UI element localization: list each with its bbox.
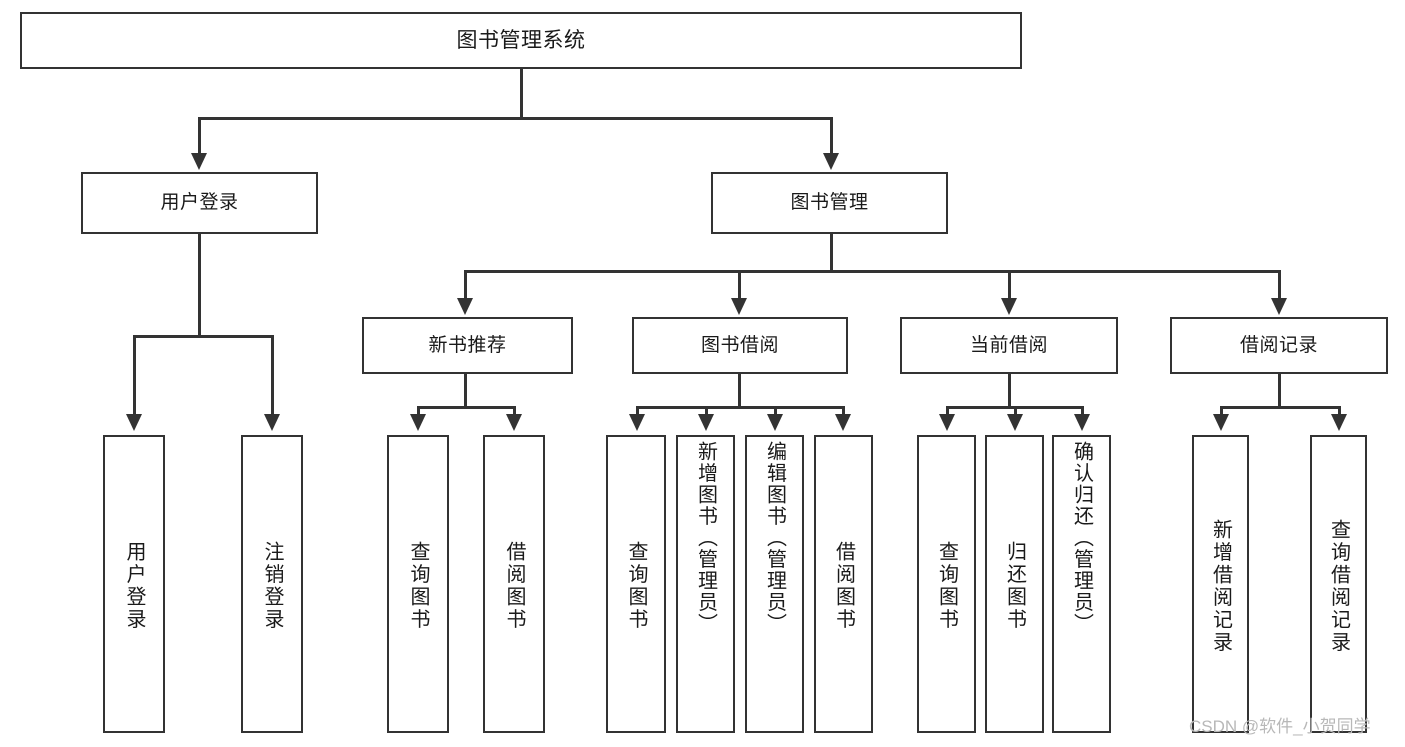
- connector-drop-leaf-borrow-book-1: [513, 406, 516, 418]
- leaf-label: 新增图书（管理员）: [694, 441, 717, 635]
- leaf-label: 注销登录: [261, 541, 283, 631]
- arrowhead-leaf-edit-book: [767, 414, 783, 431]
- arrowhead-leaf-borrow-book-1: [506, 414, 522, 431]
- node-label: 图书管理系统: [456, 28, 586, 52]
- connector-level3-bus: [464, 270, 1280, 273]
- connector-drop-leaf-query-book-2: [636, 406, 639, 418]
- connector-drop-leaf-return-book: [1014, 406, 1017, 418]
- connector-current-borrow-stem: [1008, 374, 1011, 408]
- node-label: 当前借阅: [969, 334, 1048, 356]
- connector-book-management-stem: [830, 234, 833, 272]
- leaf-logout-login[interactable]: 注销登录: [241, 435, 303, 733]
- node-book-management[interactable]: 图书管理: [711, 172, 948, 234]
- connector-drop-leaf-borrow-book-2: [842, 406, 845, 418]
- connector-drop-leaf-query-record: [1338, 406, 1341, 418]
- arrowhead-leaf-query-book-1: [410, 414, 426, 431]
- arrowhead-leaf-query-book-2: [629, 414, 645, 431]
- connector-drop-leaf-confirm-return: [1081, 406, 1084, 418]
- arrowhead-user-login: [191, 153, 207, 170]
- connector-level2-bus: [198, 117, 832, 120]
- leaf-query-borrow-record[interactable]: 查询借阅记录: [1310, 435, 1367, 733]
- connector-root-stem: [520, 69, 523, 119]
- leaf-label: 查询借阅记录: [1327, 518, 1350, 654]
- leaf-add-borrow-record[interactable]: 新增借阅记录: [1192, 435, 1249, 733]
- node-borrow-record[interactable]: 借阅记录: [1170, 317, 1388, 374]
- leaf-query-book-borrow[interactable]: 查询图书: [606, 435, 666, 733]
- connector-borrow-record-bus: [1220, 406, 1340, 409]
- node-label: 图书管理: [790, 192, 869, 214]
- arrowhead-leaf-user-login: [126, 414, 142, 431]
- leaf-label: 借阅图书: [503, 541, 525, 631]
- connector-drop-leaf-add-record: [1220, 406, 1223, 418]
- node-label: 图书借阅: [700, 334, 779, 356]
- node-current-borrow[interactable]: 当前借阅: [900, 317, 1118, 374]
- arrowhead-leaf-add-record: [1213, 414, 1229, 431]
- arrowhead-leaf-query-record: [1331, 414, 1347, 431]
- node-label: 用户登录: [160, 192, 239, 214]
- connector-drop-leaf-user-login: [133, 335, 136, 418]
- leaf-edit-book[interactable]: 编辑图书（管理员）: [745, 435, 804, 733]
- connector-drop-leaf-edit-book: [774, 406, 777, 418]
- leaf-borrow-book-recommend[interactable]: 借阅图书: [483, 435, 545, 733]
- connector-drop-new-book-recommend: [464, 270, 467, 302]
- node-book-borrow[interactable]: 图书借阅: [632, 317, 848, 374]
- leaf-label: 查询图书: [625, 541, 647, 631]
- arrowhead-book-borrow: [731, 298, 747, 315]
- arrowhead-new-book-recommend: [457, 298, 473, 315]
- leaf-label: 新增借阅记录: [1209, 518, 1232, 654]
- connector-drop-borrow-record: [1278, 270, 1281, 302]
- arrowhead-leaf-add-book: [698, 414, 714, 431]
- leaf-label: 查询图书: [935, 541, 958, 631]
- connector-borrow-record-stem: [1278, 374, 1281, 408]
- connector-drop-book-borrow: [738, 270, 741, 302]
- node-user-login[interactable]: 用户登录: [81, 172, 318, 234]
- leaf-label: 编辑图书（管理员）: [763, 441, 786, 635]
- leaf-label: 借阅图书: [832, 541, 855, 631]
- node-root-book-management-system[interactable]: 图书管理系统: [20, 12, 1022, 69]
- arrowhead-leaf-query-book-3: [939, 414, 955, 431]
- arrowhead-leaf-logout-login: [264, 414, 280, 431]
- node-label: 新书推荐: [428, 334, 507, 356]
- arrowhead-book-management: [823, 153, 839, 170]
- connector-user-login-bus: [133, 335, 271, 338]
- connector-drop-leaf-add-book: [705, 406, 708, 418]
- csdn-watermark: CSDN @软件_小贺同学: [1189, 717, 1371, 736]
- node-label: 借阅记录: [1239, 334, 1318, 356]
- arrowhead-leaf-confirm-return: [1074, 414, 1090, 431]
- connector-new-book-recommend-stem: [464, 374, 467, 408]
- leaf-borrow-book-borrow[interactable]: 借阅图书: [814, 435, 873, 733]
- connector-drop-leaf-query-book-1: [417, 406, 420, 418]
- connector-drop-user-login: [198, 117, 201, 157]
- arrowhead-borrow-record: [1271, 298, 1287, 315]
- connector-drop-leaf-query-book-3: [946, 406, 949, 418]
- leaf-user-login[interactable]: 用户登录: [103, 435, 165, 733]
- leaf-label: 用户登录: [123, 541, 145, 631]
- leaf-add-book[interactable]: 新增图书（管理员）: [676, 435, 735, 733]
- leaf-query-book-current[interactable]: 查询图书: [917, 435, 976, 733]
- leaf-confirm-return[interactable]: 确认归还（管理员）: [1052, 435, 1111, 733]
- connector-new-book-recommend-bus: [417, 406, 515, 409]
- connector-drop-current-borrow: [1008, 270, 1011, 302]
- node-new-book-recommend[interactable]: 新书推荐: [362, 317, 573, 374]
- connector-drop-leaf-logout-login: [271, 335, 274, 418]
- leaf-label: 归还图书: [1003, 541, 1026, 631]
- leaf-label: 确认归还（管理员）: [1070, 441, 1093, 635]
- arrowhead-leaf-borrow-book-2: [835, 414, 851, 431]
- arrowhead-current-borrow: [1001, 298, 1017, 315]
- connector-drop-book-management: [830, 117, 833, 157]
- leaf-return-book[interactable]: 归还图书: [985, 435, 1044, 733]
- connector-user-login-stem: [198, 234, 201, 337]
- connector-book-borrow-bus: [636, 406, 844, 409]
- leaf-label: 查询图书: [407, 541, 429, 631]
- arrowhead-leaf-return-book: [1007, 414, 1023, 431]
- leaf-query-book-recommend[interactable]: 查询图书: [387, 435, 449, 733]
- connector-book-borrow-stem: [738, 374, 741, 408]
